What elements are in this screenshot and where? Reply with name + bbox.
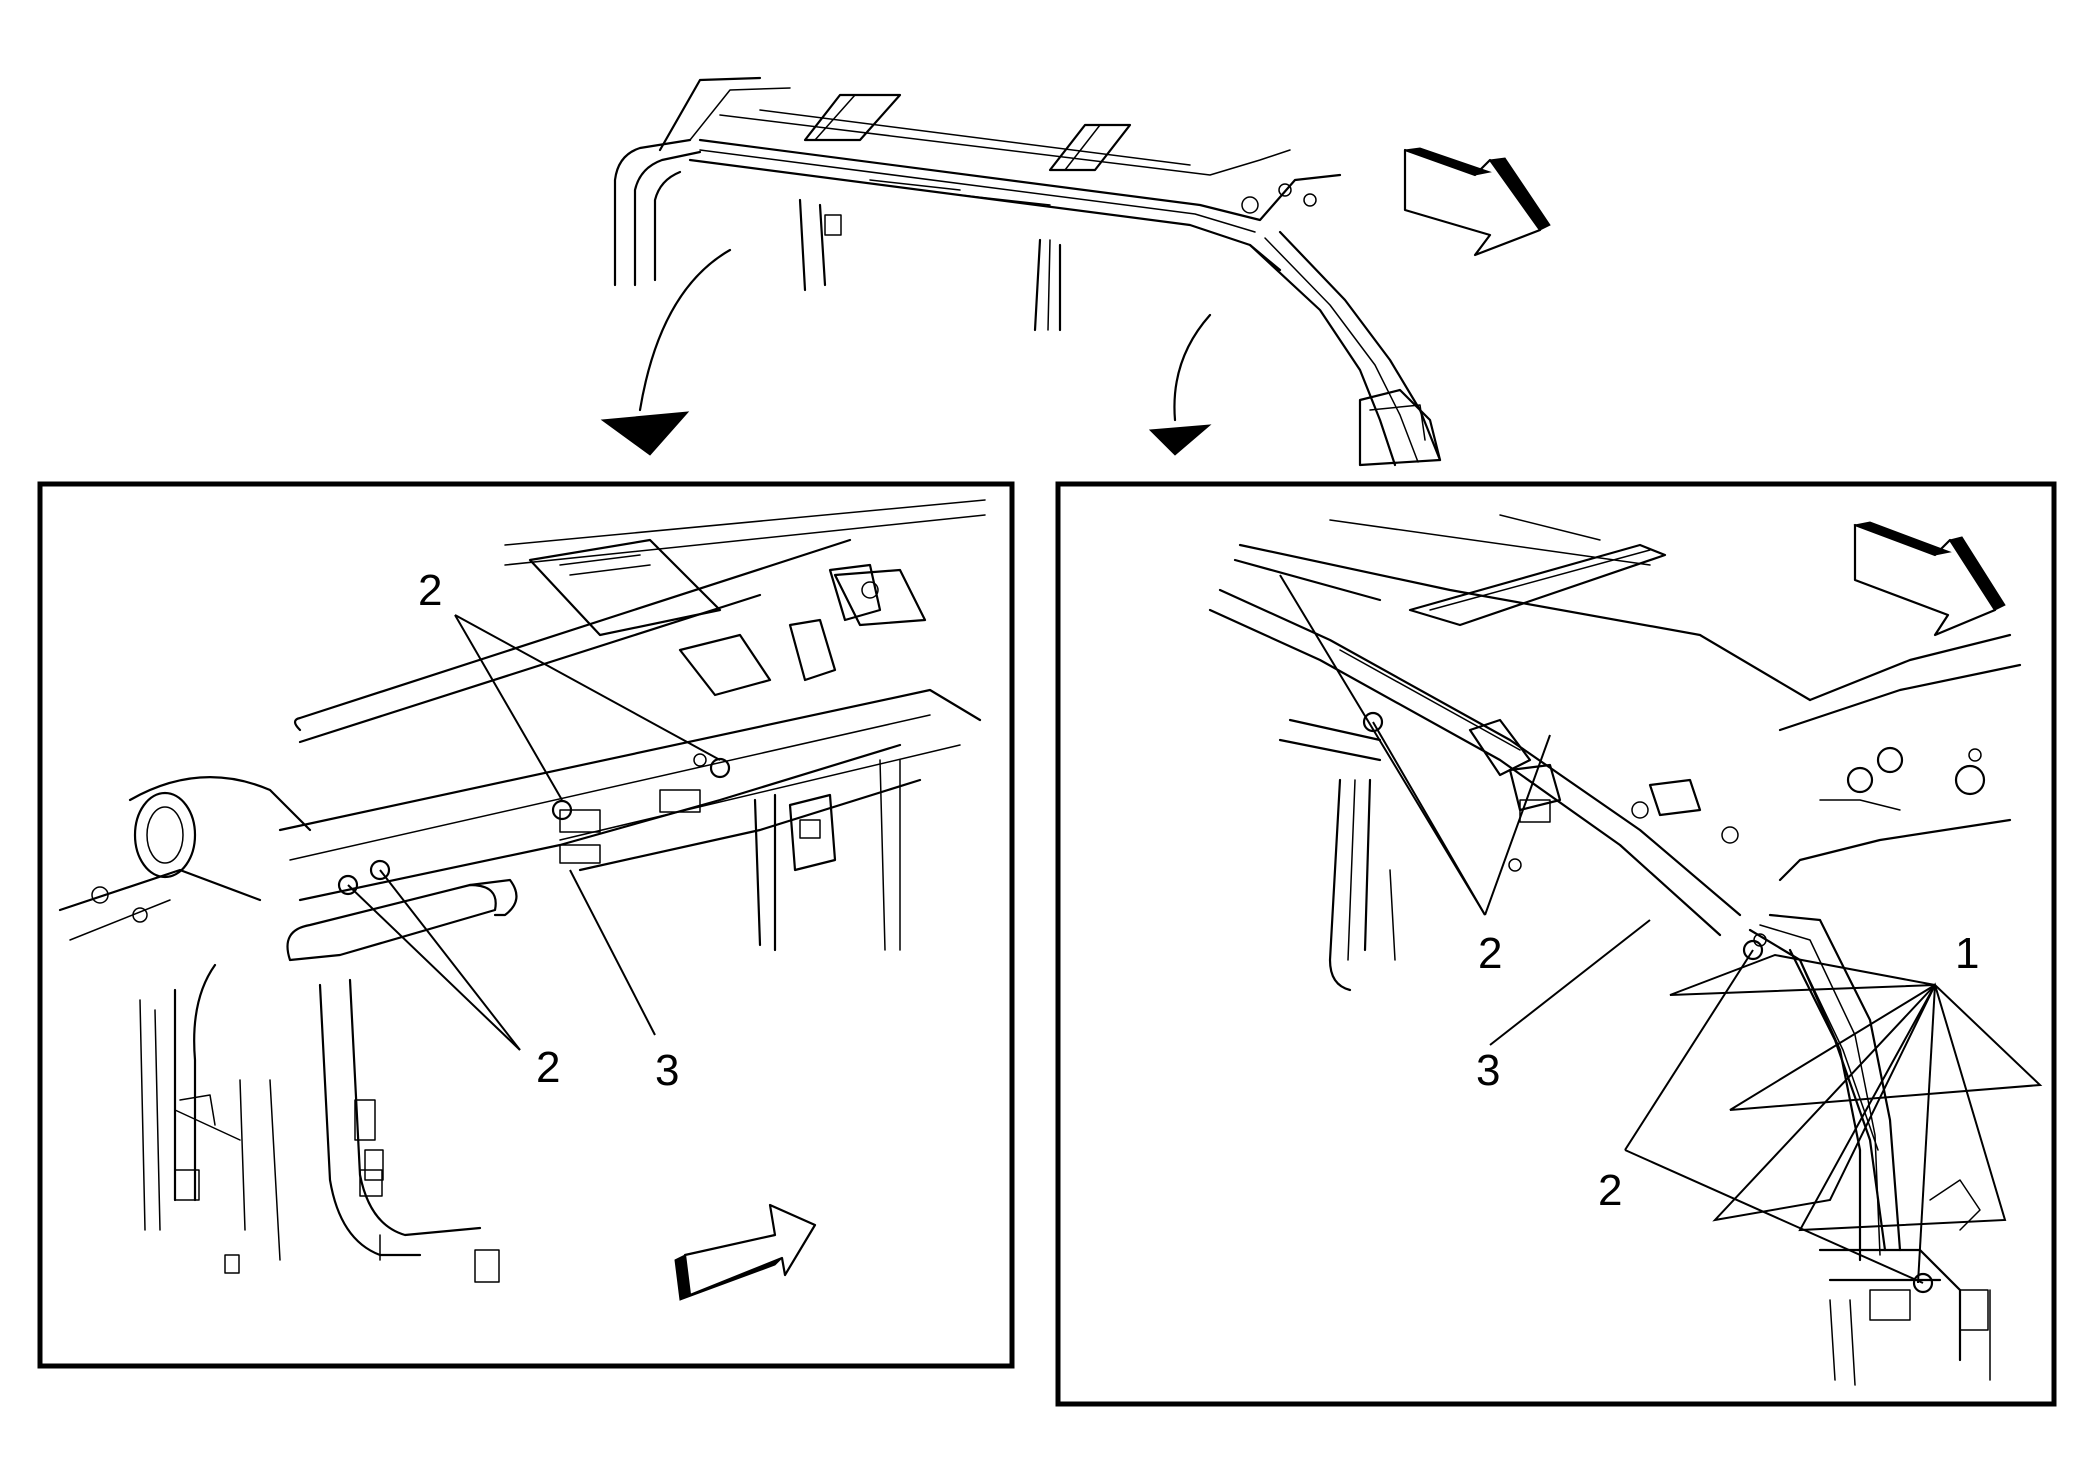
right-callout-leaders bbox=[1279, 574, 2043, 1284]
forward-direction-arrow-icon bbox=[1853, 521, 2006, 637]
overview-roof-rail bbox=[613, 76, 1442, 467]
callout-2-left-bottom: 2 bbox=[536, 1043, 560, 1092]
callout-3-right: 3 bbox=[1476, 1046, 1500, 1095]
forward-direction-arrow-icon bbox=[1403, 147, 1551, 257]
detail-pointer-arrow-icon bbox=[1148, 313, 1212, 456]
callout-2-right-lower: 2 bbox=[1598, 1166, 1622, 1215]
callout-2-left-top: 2 bbox=[418, 566, 442, 615]
callout-3-left: 3 bbox=[655, 1046, 679, 1095]
callout-1-right: 1 bbox=[1955, 929, 1979, 978]
left-detail-frame bbox=[37, 481, 1015, 1369]
right-detail-drawing bbox=[1208, 514, 2022, 1386]
detail-pointer-arrow-icon bbox=[600, 248, 732, 456]
callout-2-right-upper: 2 bbox=[1478, 929, 1502, 978]
left-callout-leaders bbox=[347, 614, 721, 1051]
right-detail-frame bbox=[1055, 481, 2057, 1407]
left-detail-drawing bbox=[58, 499, 986, 1283]
forward-direction-arrow-icon bbox=[674, 1203, 817, 1301]
